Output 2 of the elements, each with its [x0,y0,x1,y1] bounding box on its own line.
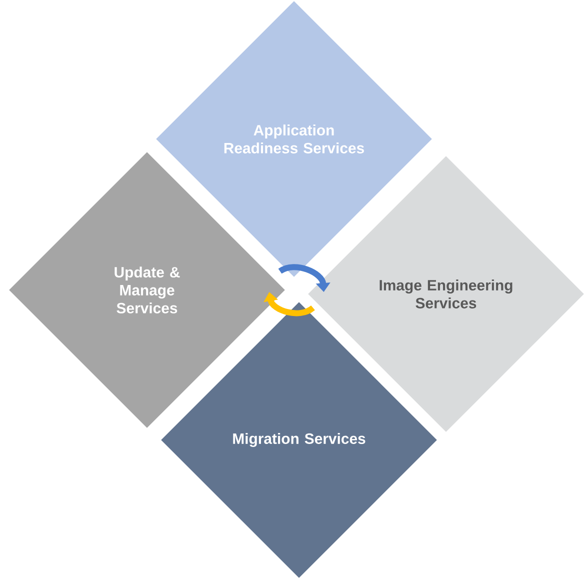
diamond-tile: Image Engineering Services [308,156,584,432]
diamond-tile: Update & Manage Services [9,152,285,428]
